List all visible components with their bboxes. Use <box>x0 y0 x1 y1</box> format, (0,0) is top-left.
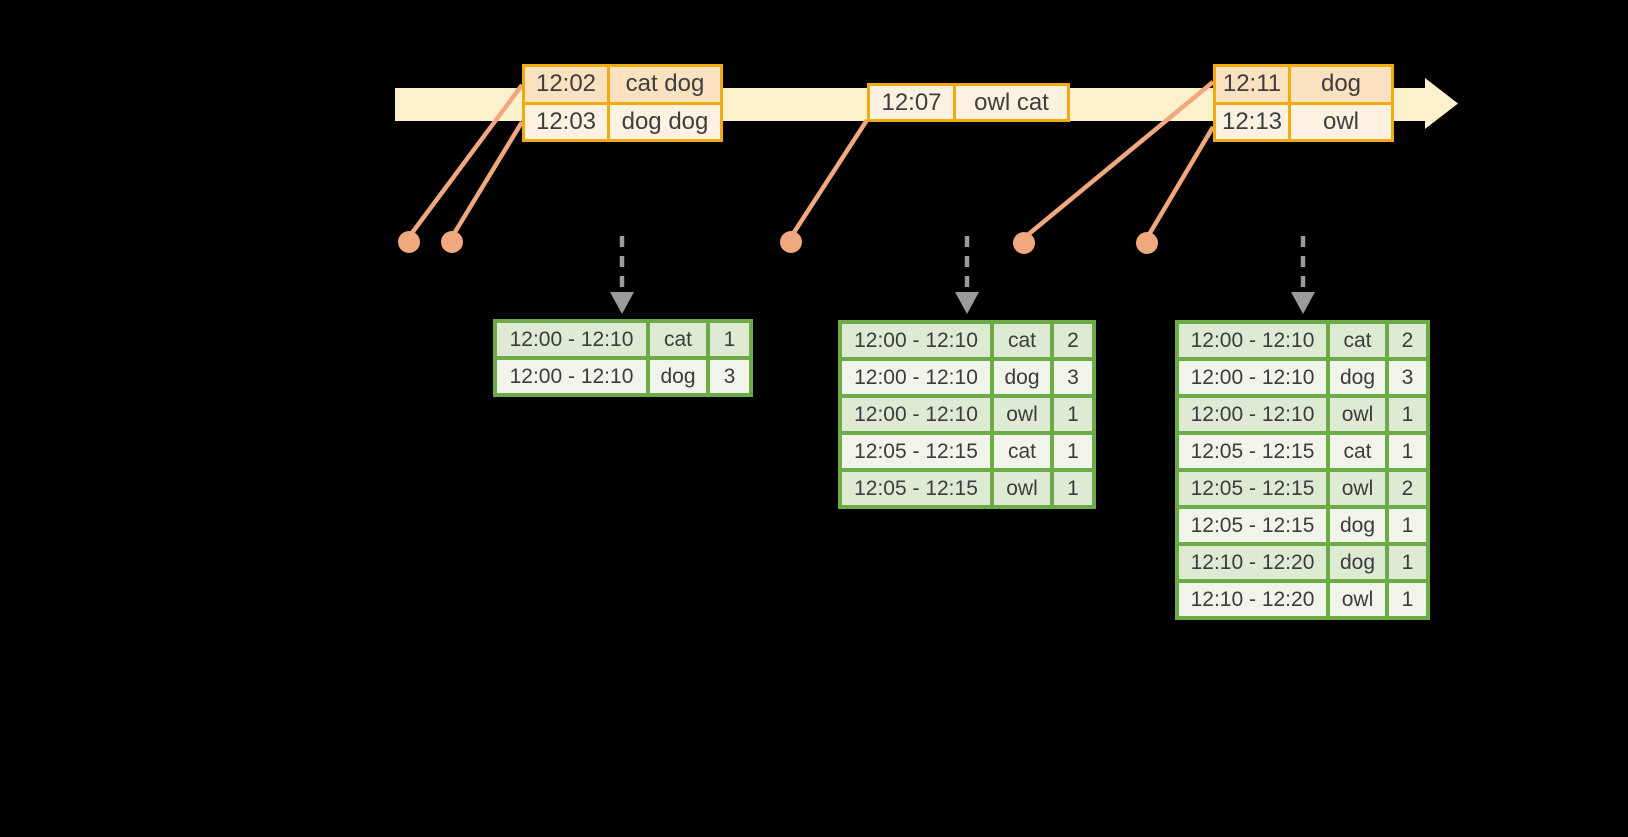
count-cell: 3 <box>1389 361 1426 394</box>
result-table-3: 12:00 - 12:10 cat 2 12:00 - 12:10 dog 3 … <box>1175 320 1430 620</box>
window-cell: 12:05 - 12:15 <box>1179 435 1326 468</box>
count-cell: 3 <box>1054 361 1092 394</box>
event-dot-1213 <box>1136 232 1158 254</box>
word-cell: owl <box>1330 472 1385 505</box>
count-cell: 3 <box>710 360 749 393</box>
window-cell: 12:00 - 12:10 <box>1179 324 1326 357</box>
window-cell: 12:00 - 12:10 <box>842 324 990 357</box>
word-cell: owl <box>1330 398 1385 431</box>
event-drop-lines <box>407 80 1215 240</box>
event-time: 12:07 <box>870 86 953 119</box>
word-cell: dog <box>1330 361 1385 394</box>
event-words: dog <box>1291 67 1391 102</box>
event-line-1202 <box>407 83 524 239</box>
word-cell: owl <box>994 472 1050 505</box>
trigger-arrowhead-icon-3 <box>1291 292 1315 314</box>
word-cell: cat <box>650 323 706 356</box>
event-time: 12:03 <box>525 104 607 139</box>
event-time: 12:11 <box>1216 67 1288 102</box>
window-cell: 12:00 - 12:10 <box>497 360 646 393</box>
count-cell: 1 <box>1054 435 1092 468</box>
window-cell: 12:00 - 12:10 <box>842 361 990 394</box>
count-cell: 1 <box>710 323 749 356</box>
word-cell: cat <box>994 435 1050 468</box>
word-cell: dog <box>1330 546 1385 579</box>
window-cell: 12:00 - 12:10 <box>842 398 990 431</box>
count-cell: 2 <box>1389 324 1426 357</box>
event-words: cat dog <box>610 67 720 102</box>
event-words: dog dog <box>610 104 720 139</box>
count-cell: 2 <box>1389 472 1426 505</box>
trigger-arrowhead-icon-2 <box>955 292 979 314</box>
result-table-2: 12:00 - 12:10 cat 2 12:00 - 12:10 dog 3 … <box>838 320 1096 509</box>
window-cell: 12:05 - 12:15 <box>842 472 990 505</box>
event-table-1: 12:02 cat dog 12:03 dog dog <box>522 64 723 142</box>
event-line-1203 <box>450 120 524 239</box>
event-time: 12:13 <box>1216 104 1288 139</box>
window-cell: 12:10 - 12:20 <box>1179 583 1326 616</box>
word-cell: dog <box>994 361 1050 394</box>
event-dot-1211 <box>1013 232 1035 254</box>
event-table-3: 12:11 dog 12:13 owl <box>1213 64 1394 142</box>
event-time: 12:02 <box>525 67 607 102</box>
word-cell: cat <box>1330 324 1385 357</box>
event-dots <box>398 231 1158 254</box>
word-cell: cat <box>1330 435 1385 468</box>
event-line-1207 <box>789 118 869 239</box>
result-table-1: 12:00 - 12:10 cat 1 12:00 - 12:10 dog 3 <box>493 319 753 397</box>
count-cell: 1 <box>1054 472 1092 505</box>
window-cell: 12:00 - 12:10 <box>1179 398 1326 431</box>
event-table-2: 12:07 owl cat <box>867 83 1070 122</box>
event-dot-1207 <box>780 231 802 253</box>
trigger-arrows <box>610 236 1315 314</box>
count-cell: 1 <box>1389 398 1426 431</box>
word-cell: cat <box>994 324 1050 357</box>
trigger-arrowhead-icon-1 <box>610 292 634 314</box>
window-cell: 12:00 - 12:10 <box>497 323 646 356</box>
window-cell: 12:10 - 12:20 <box>1179 546 1326 579</box>
word-cell: owl <box>1330 583 1385 616</box>
count-cell: 1 <box>1054 398 1092 431</box>
count-cell: 2 <box>1054 324 1092 357</box>
event-dot-1202 <box>398 231 420 253</box>
count-cell: 1 <box>1389 546 1426 579</box>
event-line-1213 <box>1145 125 1215 240</box>
count-cell: 1 <box>1389 509 1426 542</box>
count-cell: 1 <box>1389 583 1426 616</box>
word-cell: dog <box>1330 509 1385 542</box>
event-words: owl cat <box>956 86 1067 119</box>
word-cell: dog <box>650 360 706 393</box>
timeline-arrowhead-icon <box>1425 78 1458 129</box>
count-cell: 1 <box>1389 435 1426 468</box>
window-cell: 12:05 - 12:15 <box>842 435 990 468</box>
event-words: owl <box>1291 104 1391 139</box>
window-cell: 12:05 - 12:15 <box>1179 472 1326 505</box>
window-cell: 12:05 - 12:15 <box>1179 509 1326 542</box>
event-line-1211 <box>1022 80 1215 240</box>
window-cell: 12:00 - 12:10 <box>1179 361 1326 394</box>
event-dot-1203 <box>441 231 463 253</box>
word-cell: owl <box>994 398 1050 431</box>
